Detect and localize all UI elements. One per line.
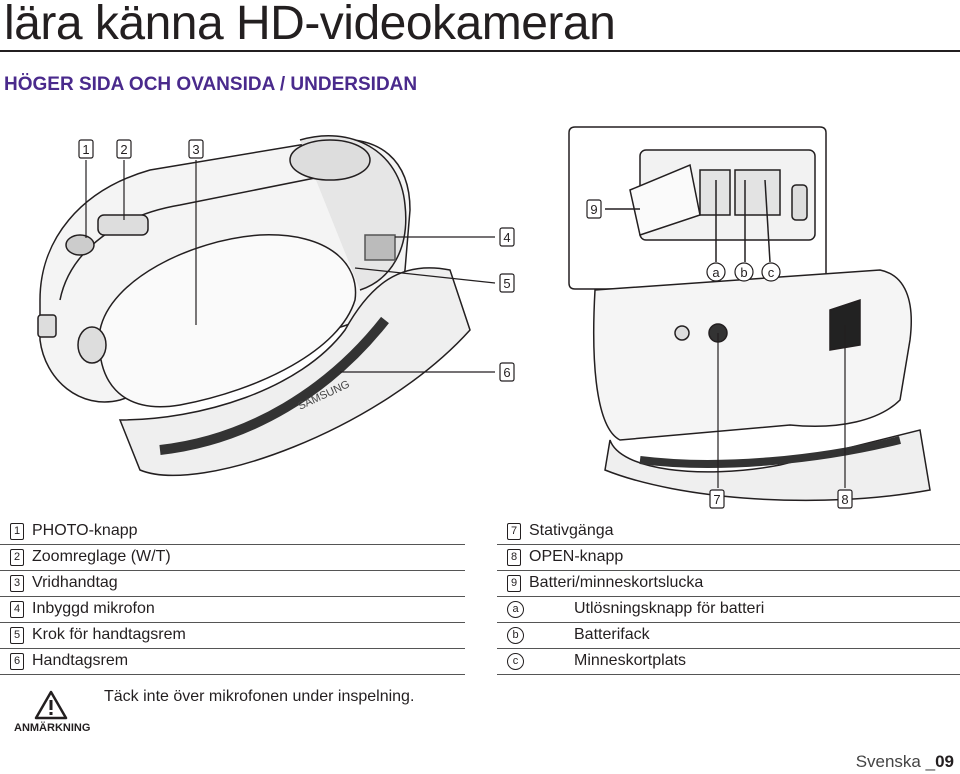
- legend-item: 5 Krok för handtagsrem: [0, 622, 465, 649]
- legend-subitem: a Utlösningsknapp för batteri: [497, 596, 960, 623]
- callout-4: 4: [503, 230, 510, 245]
- legend-number: 7: [507, 522, 521, 540]
- legend-number: 3: [10, 574, 24, 592]
- legend-label: Batteri/minneskortslucka: [529, 574, 704, 591]
- legend-letter: b: [507, 626, 524, 644]
- callout-3: 3: [192, 142, 199, 157]
- grip-panel: [98, 234, 357, 408]
- note-label: ANMÄRKNING: [14, 722, 91, 734]
- legend-item: 1 PHOTO-knapp: [0, 518, 465, 545]
- warning-icon: [34, 690, 68, 720]
- legend-label: Minneskortplats: [574, 652, 687, 669]
- legend-item: 3 Vridhandtag: [0, 570, 465, 597]
- legend-label: OPEN-knapp: [529, 548, 624, 565]
- page-title: lära känna HD-videokameran: [4, 0, 616, 50]
- legend-label: Batterifack: [574, 626, 650, 643]
- zoom-lever-shape: [97, 214, 149, 236]
- page-number: 09: [935, 752, 954, 771]
- photo-button-shape: [65, 234, 95, 256]
- callout-2: 2: [120, 142, 127, 157]
- legend-label: Handtagsrem: [32, 652, 129, 669]
- callout-1: 1: [82, 142, 89, 157]
- callout-b: b: [740, 265, 747, 280]
- legend-number: 9: [507, 574, 521, 592]
- callout-6: 6: [503, 365, 510, 380]
- legend-right: 7 Stativgänga 8 OPEN-knapp 9 Batteri/minnes…: [497, 518, 960, 678]
- detail-inset: [568, 126, 827, 318]
- legend-item: 4 Inbyggd mikrofon: [0, 596, 465, 623]
- legend-label: Vridhandtag: [32, 574, 118, 591]
- legend-subitem: c Minneskortplats: [497, 648, 960, 675]
- legend-item: 9 Batteri/minneskortslucka: [497, 570, 960, 597]
- legend-label: Krok för handtagsrem: [32, 626, 186, 643]
- callout-9: 9: [590, 202, 597, 217]
- note-text: Täck inte över mikrofonen under inspelni…: [104, 688, 415, 705]
- camcorder-illustration: SAMSUNG: [37, 126, 931, 509]
- legend-item: 6 Handtagsrem: [0, 648, 465, 675]
- legend-letter: c: [507, 652, 524, 670]
- legend-number: 6: [10, 652, 24, 670]
- footer-language: Svenska _: [855, 752, 936, 771]
- legend-label: Zoomreglage (W/T): [32, 548, 171, 565]
- legend-item: 8 OPEN-knapp: [497, 544, 960, 571]
- legend-subitem: b Batterifack: [497, 622, 960, 649]
- legend-number: 5: [10, 626, 24, 644]
- callout-c: c: [768, 265, 775, 280]
- legend-number: 4: [10, 600, 24, 618]
- callout-8: 8: [841, 492, 848, 507]
- legend-number: 1: [10, 522, 24, 540]
- legend-left: 1 PHOTO-knapp 2 Zoomreglage (W/T) 3 Vridhan…: [0, 518, 465, 678]
- page-footer: Svenska _09: [856, 752, 954, 772]
- underside-view: [592, 269, 931, 502]
- legend-label: Inbyggd mikrofon: [32, 600, 155, 617]
- legend-item: 7 Stativgänga: [497, 518, 960, 545]
- legend-item: 2 Zoomreglage (W/T): [0, 544, 465, 571]
- legend-letter: a: [507, 600, 524, 618]
- callout-7: 7: [713, 492, 720, 507]
- section-subtitle: HÖGER SIDA OCH OVANSIDA / UNDERSIDAN: [4, 74, 418, 95]
- callout-a: a: [712, 265, 720, 280]
- title-rule: [0, 50, 960, 52]
- legend-label: PHOTO-knapp: [32, 522, 138, 539]
- legend-label: Utlösningsknapp för batteri: [574, 600, 765, 617]
- legend-number: 8: [507, 548, 521, 566]
- legend-number: 2: [10, 548, 24, 566]
- callout-5: 5: [503, 276, 510, 291]
- legend-label: Stativgänga: [529, 522, 614, 539]
